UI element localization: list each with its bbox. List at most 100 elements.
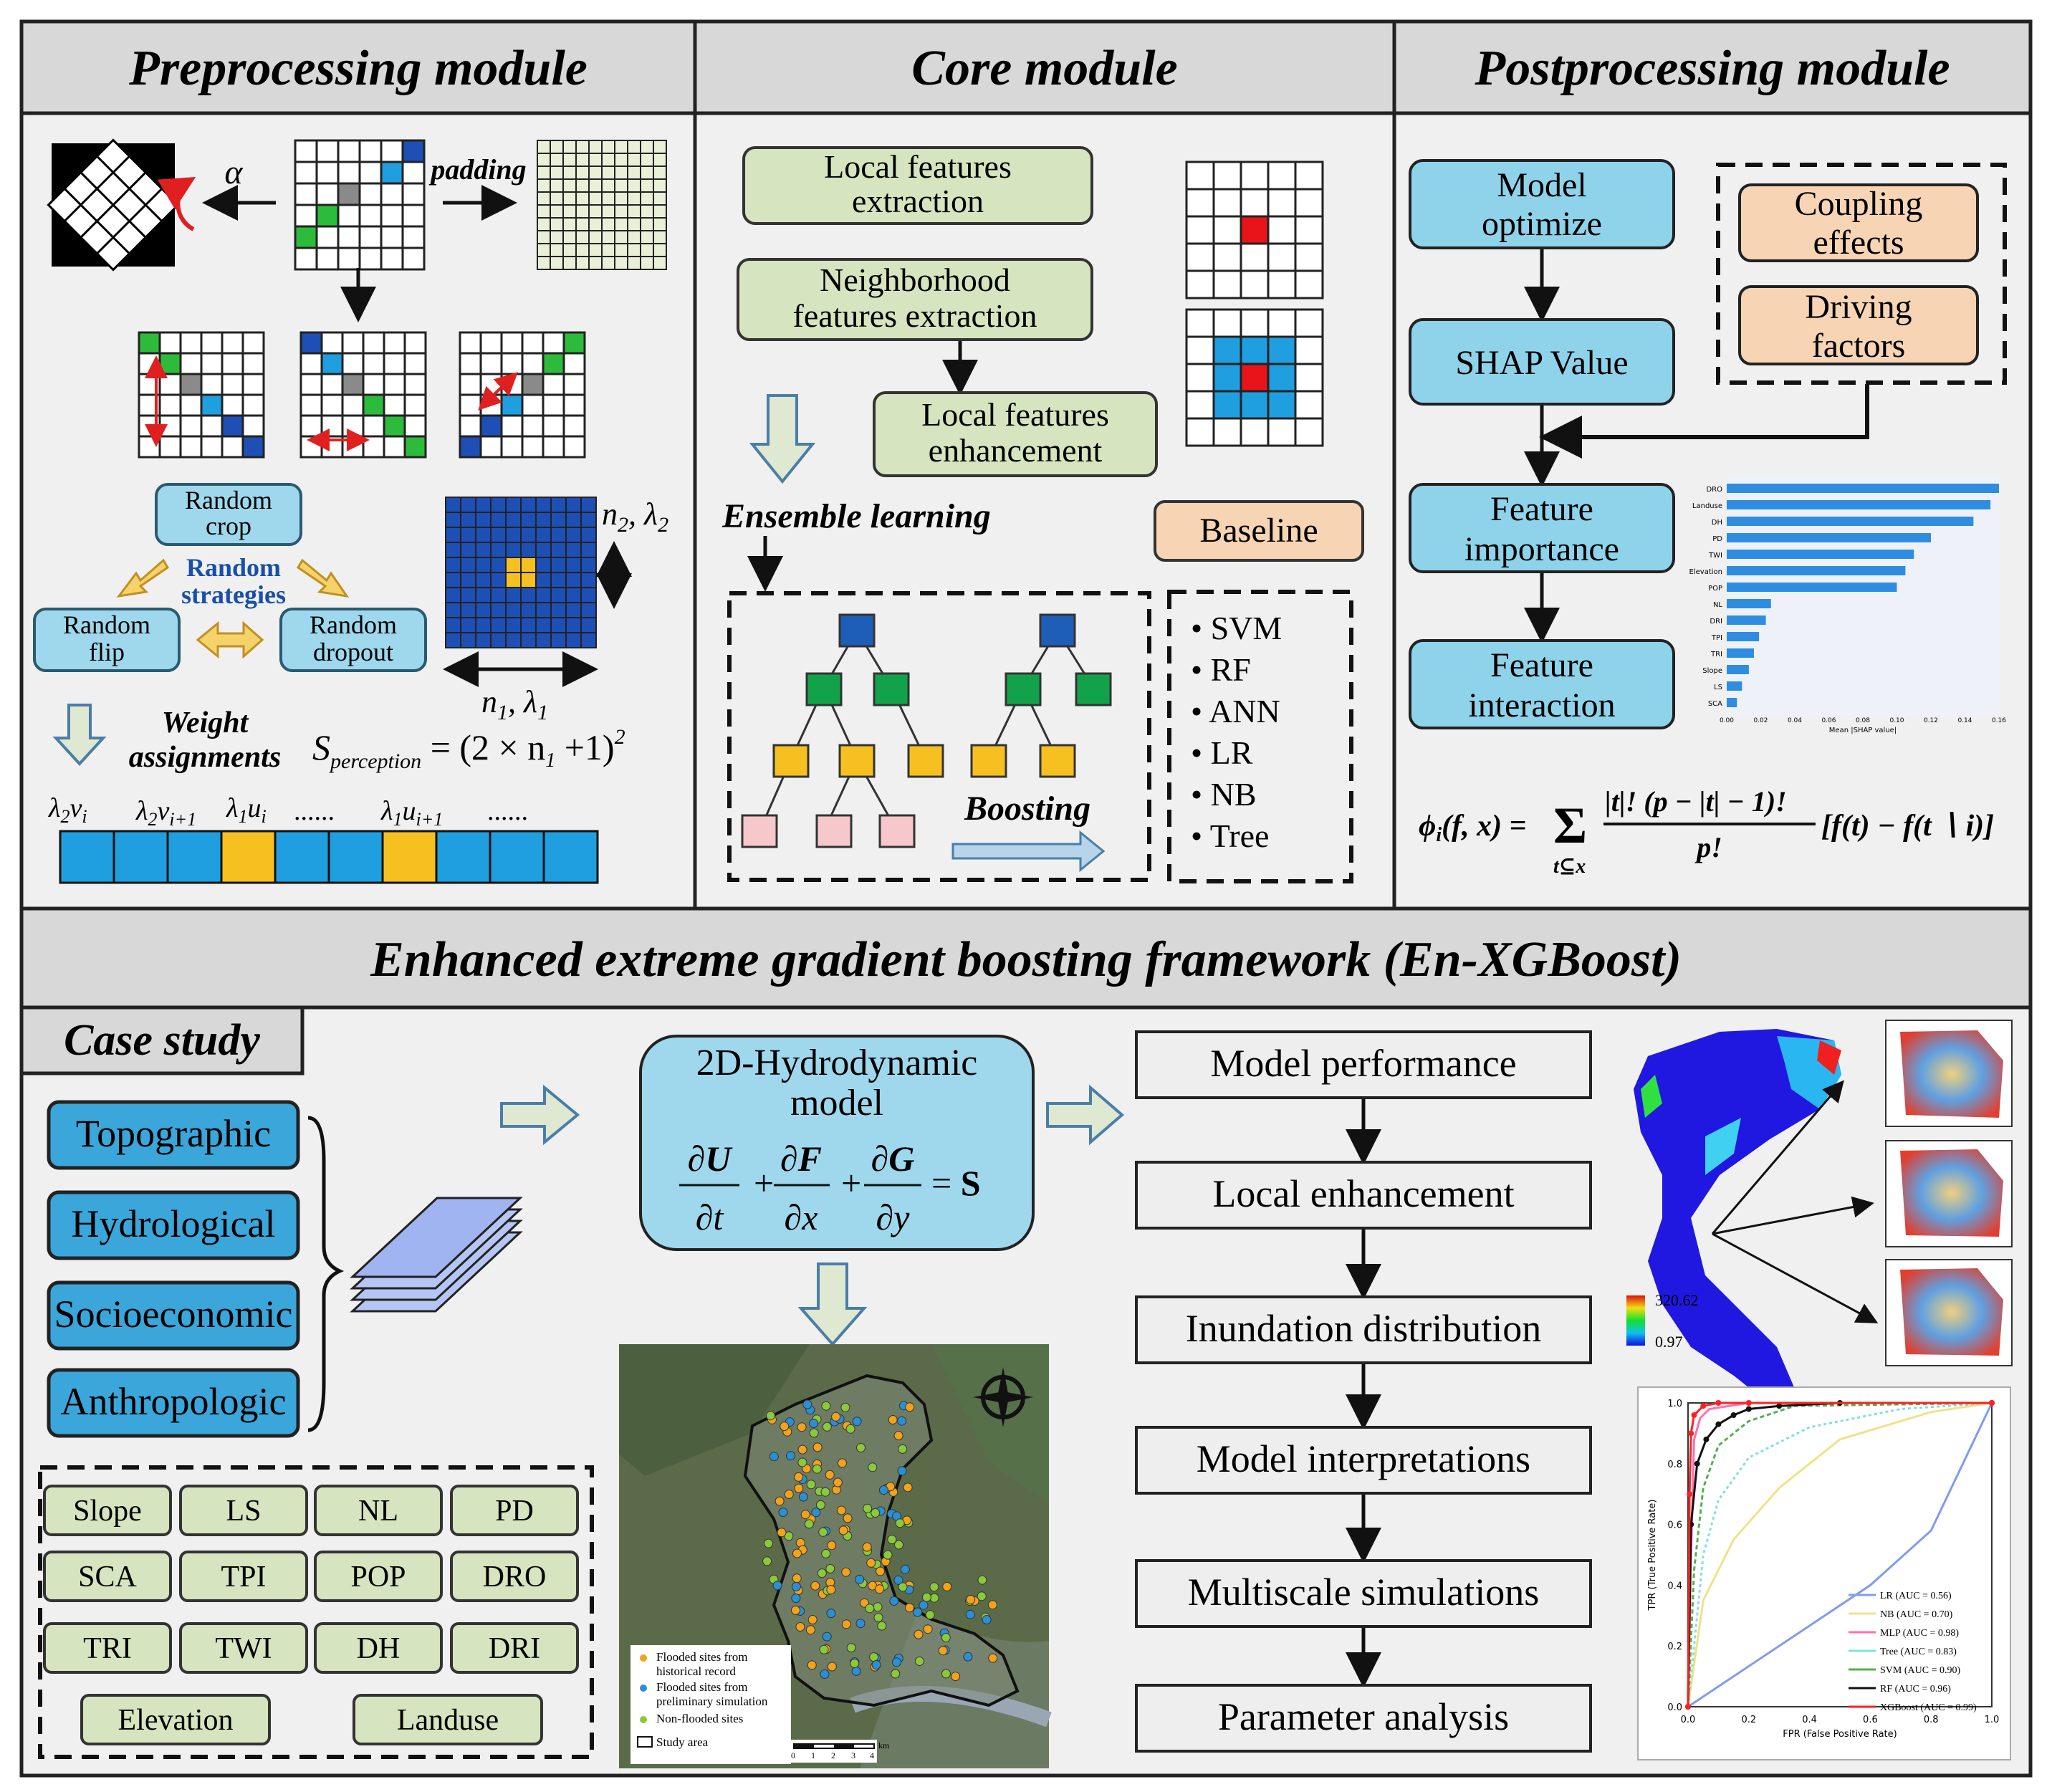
- flood-site-point: [772, 1581, 782, 1591]
- grid-cell: [1212, 335, 1242, 365]
- grid-cell: [550, 166, 564, 180]
- grid-cell: [640, 166, 654, 180]
- shap-bar: [1727, 648, 1754, 658]
- grid-cell: [535, 512, 552, 528]
- local-features-extraction-box: Local features extraction: [742, 146, 1093, 225]
- grid-cell: [459, 414, 482, 438]
- grid-cell: [294, 160, 318, 185]
- grid-cell: [358, 246, 383, 271]
- grid-cell: [200, 414, 224, 438]
- flood-site-point: [914, 1657, 924, 1666]
- grid-cell: [1185, 215, 1215, 245]
- flood-site-point: [862, 1542, 872, 1552]
- roc-y-tick: 1.0: [1667, 1399, 1682, 1409]
- roc-x-tick: 1.0: [1985, 1715, 2000, 1725]
- grid-cell: [358, 160, 383, 185]
- grid-cell: [565, 572, 582, 588]
- svg-text:|t|! (p − |t| − 1)!: |t|! (p − |t| − 1)!: [1605, 785, 1787, 818]
- grid-cell: [315, 182, 340, 206]
- grid-cell: [505, 542, 522, 558]
- svg-text:Random: Random: [185, 486, 272, 514]
- model-optimize-box: Model optimize: [1409, 159, 1675, 249]
- ensemble-trees-box: [727, 591, 1151, 882]
- roc-point: [1715, 1421, 1722, 1427]
- grid-cell: [601, 230, 615, 244]
- svg-text:t⊆x: t⊆x: [1553, 856, 1586, 878]
- grid-cell: [580, 542, 597, 558]
- grid-cell: [521, 435, 545, 459]
- grid-cell: [505, 617, 522, 633]
- flood-site-point: [807, 1660, 817, 1670]
- grid-cell: [580, 632, 597, 648]
- svg-text:+: +: [754, 1163, 774, 1203]
- grid-cell: [401, 139, 426, 163]
- svg-text:∂F: ∂F: [780, 1139, 822, 1179]
- grid-cell: [358, 139, 383, 163]
- flood-site-point: [822, 1632, 832, 1642]
- shap-bar: [1727, 500, 1991, 509]
- flood-site-point: [951, 1672, 961, 1682]
- grid-cell: [562, 331, 586, 355]
- grid-cell: [158, 352, 182, 375]
- grid-cell: [200, 352, 224, 375]
- factor-tag: [314, 1622, 443, 1674]
- grid-cell: [537, 243, 551, 257]
- flood-site-point: [807, 1615, 818, 1624]
- grid-cell: [1267, 215, 1297, 245]
- grid-cell: [505, 557, 522, 573]
- factor-label: TRI: [83, 1632, 132, 1665]
- grid-cell: [565, 602, 582, 618]
- shap-bar: [1727, 550, 1914, 559]
- factor-label: TWI: [215, 1632, 272, 1665]
- grid-cell: [535, 632, 552, 648]
- shap-x-tick: 0.16: [1992, 717, 2006, 724]
- grid-cell: [537, 230, 551, 244]
- grid-cell: [640, 153, 654, 167]
- flood-site-point: [941, 1669, 951, 1679]
- flood-site-point: [851, 1666, 861, 1676]
- factor-groups: TopographicHydrologicalSocioeconomicAnth…: [47, 1100, 300, 1438]
- input-grid: [294, 139, 426, 271]
- flood-site-point: [988, 1653, 998, 1663]
- weight-cell: [542, 830, 599, 884]
- flood-site-point: [836, 1505, 846, 1515]
- grid-cell: [550, 497, 567, 513]
- flood-site-point: [812, 1442, 823, 1452]
- framework-title: Enhanced extreme gradient boosting frame…: [370, 932, 1682, 987]
- grid-cell: [362, 393, 385, 417]
- shap-tick-label: PD: [1712, 535, 1722, 543]
- shap-x-tick: 0.00: [1720, 717, 1734, 724]
- grid-cell: [520, 617, 537, 633]
- grid-cell: [337, 160, 361, 185]
- flood-site-point: [812, 1464, 822, 1474]
- grid-cell: [521, 414, 545, 438]
- flood-site-point: [791, 1581, 801, 1591]
- grid-cell: [380, 160, 404, 185]
- group-label: Topographic: [76, 1112, 271, 1155]
- grid-cell: [475, 602, 492, 618]
- shap-bar: [1727, 681, 1742, 691]
- flood-site-point: [838, 1525, 848, 1535]
- flood-site-point: [769, 1452, 779, 1462]
- flood-site-point: [821, 1548, 831, 1558]
- grid-cell: [1267, 188, 1297, 218]
- grid-cell: [362, 414, 385, 438]
- shap-importance-chart: DROLanduseDHPDTWIElevationPOPNLDRITPITRI…: [1689, 476, 2006, 734]
- grid-cell: [315, 160, 340, 185]
- grid-cell: [614, 256, 628, 270]
- roc-point: [1703, 1436, 1710, 1442]
- flood-site-point: [965, 1609, 975, 1619]
- flood-site-point: [977, 1575, 987, 1585]
- grid-cell: [403, 373, 427, 396]
- svg-text:Σ: Σ: [1553, 797, 1587, 854]
- grid-cell: [383, 352, 406, 375]
- flood-site-point: [786, 1451, 795, 1461]
- grid-cell: [580, 602, 597, 618]
- grid-cell: [520, 497, 537, 513]
- grid-cell: [601, 243, 615, 257]
- grid-cell: [562, 191, 577, 206]
- svg-text:Neighborhood: Neighborhood: [820, 262, 1010, 298]
- svg-text:km: km: [878, 1740, 890, 1750]
- svg-text:= S: = S: [931, 1163, 981, 1203]
